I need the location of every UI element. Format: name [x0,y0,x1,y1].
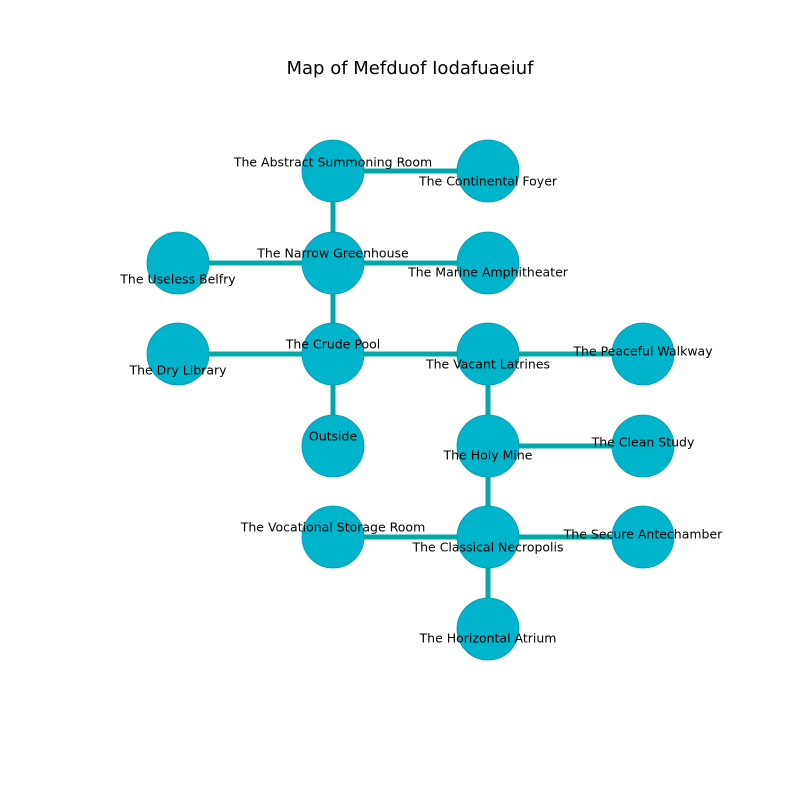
room-node-continental [456,139,520,203]
room-label-clean: The Clean Study [591,435,695,450]
room-node-abstract [301,139,365,203]
room-node-classical [456,505,520,569]
room-node-outside [301,414,365,478]
room-label-marine: The Marine Amphitheater [407,265,569,280]
room-label-crude: The Crude Pool [285,337,380,352]
room-label-vocational: The Vocational Storage Room [240,520,426,535]
room-node-useless [146,231,210,295]
room-label-vacant: The Vacant Latrines [425,357,550,372]
room-label-abstract: The Abstract Summoning Room [233,155,432,170]
room-node-crude [301,322,365,386]
connections-layer [178,168,643,629]
room-node-dry [146,322,210,386]
room-label-horizontal: The Horizontal Atrium [419,631,557,646]
room-node-horizontal [456,597,520,661]
rooms-layer [146,139,675,661]
map-title: Map of Mefduof Iodafuaeiuf [287,58,535,79]
room-label-continental: The Continental Foyer [418,174,558,189]
room-node-clean [611,414,675,478]
room-node-vacant [456,322,520,386]
room-label-outside: Outside [309,429,358,444]
room-label-narrow: The Narrow Greenhouse [256,246,409,261]
room-node-marine [456,231,520,295]
room-node-narrow [301,231,365,295]
room-label-useless: The Useless Belfry [119,272,236,287]
room-label-holy: The Holy Mine [443,448,533,463]
room-label-peaceful: The Peaceful Walkway [572,344,713,359]
room-label-secure: The Secure Antechamber [563,527,723,542]
room-node-secure [611,505,675,569]
room-node-vocational [301,505,365,569]
room-label-classical: The Classical Necropolis [411,540,563,555]
room-node-holy [456,414,520,478]
room-label-dry: The Dry Library [128,363,227,378]
room-node-peaceful [611,322,675,386]
